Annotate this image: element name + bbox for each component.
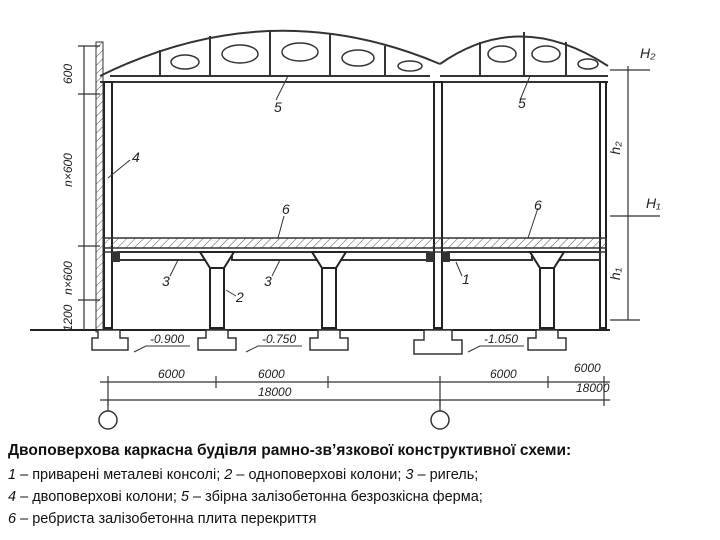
caption-num: 6 bbox=[8, 511, 17, 527]
caption-text: – приварені металеві консолі; bbox=[16, 467, 225, 483]
wall-panel bbox=[95, 41, 104, 333]
axis-marker bbox=[430, 410, 450, 430]
callout-5-left: 5 bbox=[274, 99, 282, 115]
label-h1-height: h₁ bbox=[607, 267, 623, 280]
span-a: 6000 bbox=[158, 367, 185, 381]
caption-text: – двоповерхові колони; bbox=[16, 489, 181, 505]
span-c: 6000 bbox=[490, 367, 517, 381]
floor-slab bbox=[103, 237, 607, 253]
dim-left-mid: n×600 bbox=[61, 153, 75, 187]
caption-text: – одноповерхові колони; bbox=[232, 467, 406, 483]
dim-left-top: 600 bbox=[61, 64, 75, 84]
single-storey-column bbox=[198, 251, 566, 329]
caption-line-3: 6 – ребриста залізобетонна плита перекри… bbox=[8, 508, 716, 530]
total-left: 18000 bbox=[258, 385, 292, 399]
caption-text: – збірна залізобетонна безрозкісна ферма… bbox=[188, 489, 483, 505]
label-h2-height: h₂ bbox=[607, 141, 623, 155]
caption-line-1: 1 – приварені металеві консолі; 2 – одно… bbox=[8, 464, 716, 486]
span-d: 6000 bbox=[574, 361, 601, 375]
callout-6-left: 6 bbox=[282, 201, 290, 217]
caption-num: 2 bbox=[224, 467, 233, 483]
dim-left-bottom: 1200 bbox=[61, 304, 75, 331]
span-b: 6000 bbox=[258, 367, 285, 381]
caption-num: 1 bbox=[8, 467, 17, 483]
caption-num: 5 bbox=[180, 489, 189, 505]
callout-6-right: 6 bbox=[534, 197, 542, 213]
axis-marker bbox=[98, 410, 118, 430]
callout-5-right: 5 bbox=[518, 95, 526, 111]
beam bbox=[117, 251, 601, 261]
callout-2: 2 bbox=[235, 289, 244, 305]
level-mark-a: -0.900 bbox=[150, 332, 184, 346]
level-mark-b: -0.750 bbox=[262, 332, 296, 346]
callout-3-right: 3 bbox=[264, 273, 272, 289]
callout-4: 4 bbox=[132, 149, 140, 165]
callout-3-left: 3 bbox=[162, 273, 170, 289]
welded-console bbox=[112, 252, 450, 262]
caption-text: – ригель; bbox=[413, 467, 479, 483]
caption-text: – ребриста залізобетонна плита перекритт… bbox=[16, 511, 317, 527]
left-dimension-line bbox=[78, 45, 100, 330]
foundation bbox=[91, 329, 567, 355]
label-h2-level: H₂ bbox=[640, 45, 656, 61]
total-right: 18000 bbox=[576, 381, 610, 395]
caption-num: 3 bbox=[405, 467, 414, 483]
caption-line-2: 4 – двоповерхові колони; 5 – збірна залі… bbox=[8, 486, 716, 508]
roof-truss-left bbox=[99, 29, 441, 83]
two-storey-column bbox=[103, 81, 607, 329]
caption-num: 4 bbox=[8, 489, 17, 505]
building-section-drawing: 600 n×600 n×600 1200 H₂ H₁ h₂ h₁ 5 5 4 6… bbox=[30, 29, 661, 430]
caption-title: Двоповерхова каркасна будівля рамно-зв’я… bbox=[8, 442, 572, 459]
level-mark-c: -1.050 bbox=[484, 332, 518, 346]
right-dimension-line bbox=[610, 66, 660, 321]
roof-truss-right bbox=[439, 32, 609, 83]
label-h1-level: H₁ bbox=[646, 195, 661, 211]
figure-caption: Двоповерхова каркасна будівля рамно-зв’я… bbox=[8, 440, 716, 530]
callout-1-left: 1 bbox=[462, 271, 470, 287]
dim-left-low: n×600 bbox=[61, 261, 75, 295]
